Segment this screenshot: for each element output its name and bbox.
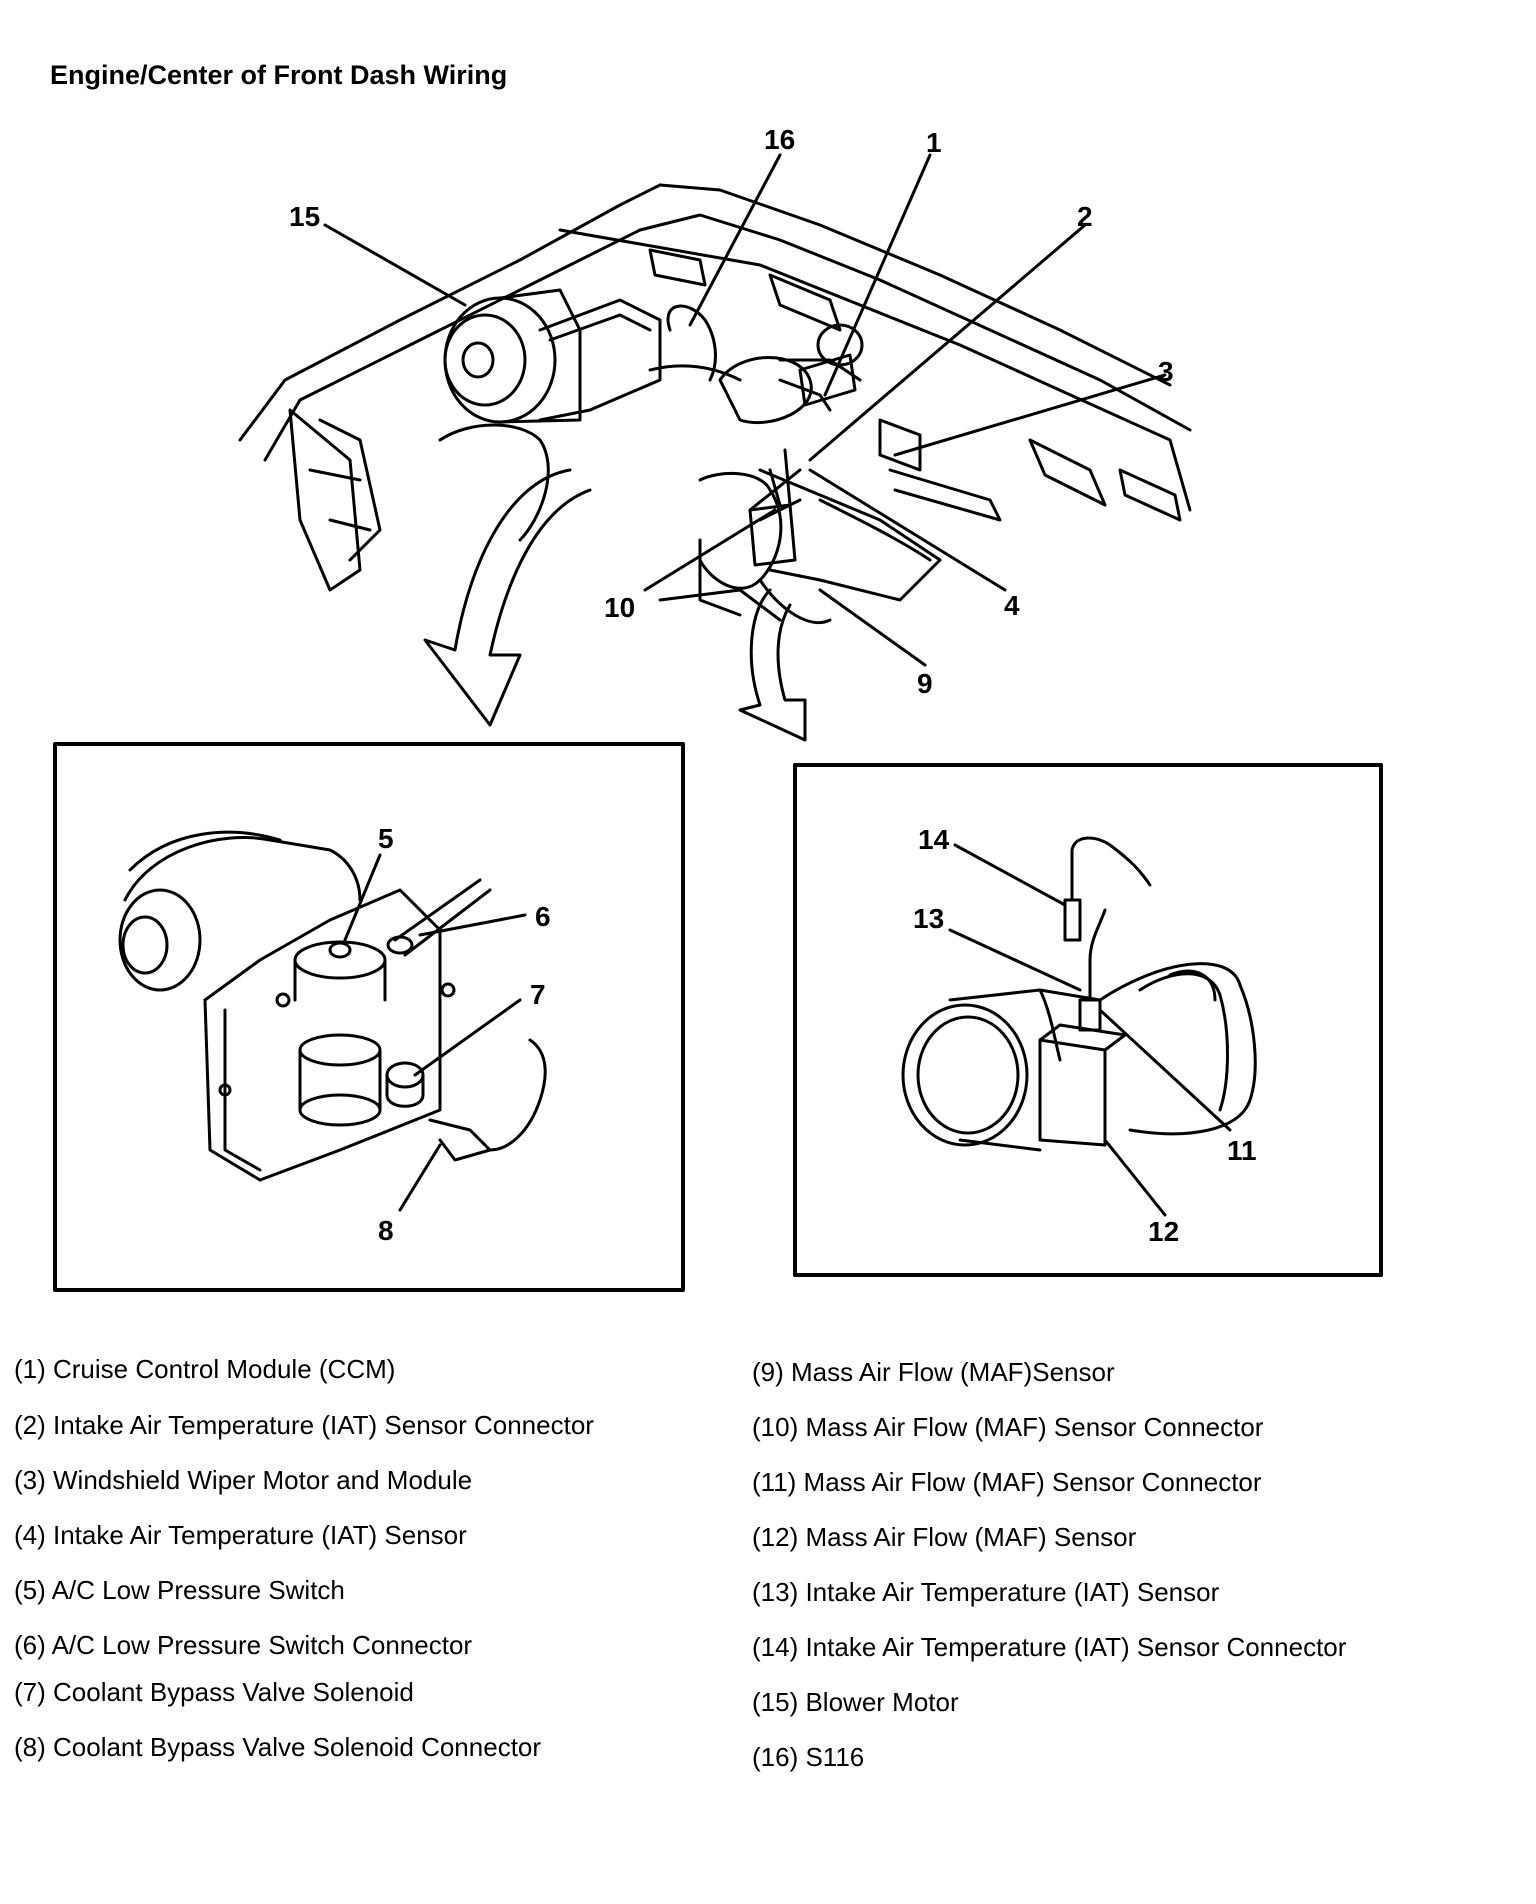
- callout-13: 13: [913, 903, 944, 934]
- legend-item-10: (10) Mass Air Flow (MAF) Sensor Connecto…: [752, 1412, 1264, 1442]
- inset-left-illustration: [118, 830, 547, 1182]
- callout-4: 4: [1004, 590, 1020, 621]
- legend-item-4: (4) Intake Air Temperature (IAT) Sensor: [14, 1520, 467, 1550]
- callout-15: 15: [289, 201, 320, 232]
- callout-numbers: 16 1 2 3 4 9 10 15 5 6 7 8 14 13 11 12: [289, 124, 1257, 1247]
- callout-8: 8: [378, 1215, 394, 1246]
- callout-14: 14: [918, 824, 950, 855]
- callout-12: 12: [1148, 1216, 1179, 1247]
- legend-item-15: (15) Blower Motor: [752, 1687, 959, 1717]
- callout-2: 2: [1077, 201, 1093, 232]
- legend-item-16: (16) S116: [752, 1742, 865, 1772]
- arrow-left: [423, 468, 592, 727]
- callout-5: 5: [378, 823, 394, 854]
- callout-3: 3: [1158, 356, 1174, 387]
- legend-item-13: (13) Intake Air Temperature (IAT) Sensor: [752, 1577, 1220, 1607]
- legend-item-5: (5) A/C Low Pressure Switch: [14, 1575, 345, 1605]
- legend-item-3: (3) Windshield Wiper Motor and Module: [14, 1465, 473, 1495]
- inset-right-illustration: [901, 836, 1257, 1152]
- legend-item-9: (9) Mass Air Flow (MAF)Sensor: [752, 1357, 1115, 1387]
- legend-item-6: (6) A/C Low Pressure Switch Connector: [14, 1630, 473, 1660]
- arrow-right: [738, 588, 807, 742]
- callout-11: 11: [1227, 1135, 1257, 1166]
- diagram-title: Engine/Center of Front Dash Wiring: [50, 60, 508, 90]
- callout-leaders-right: [948, 843, 1232, 1217]
- legend-item-14: (14) Intake Air Temperature (IAT) Sensor…: [752, 1632, 1347, 1662]
- callout-leaders-main: [323, 153, 1167, 667]
- engine-bay-illustration: [238, 183, 1192, 625]
- callout-leaders-left: [343, 853, 527, 1212]
- legend-item-8: (8) Coolant Bypass Valve Solenoid Connec…: [14, 1732, 542, 1762]
- inset-left-frame: [53, 742, 685, 1292]
- callout-1: 1: [926, 127, 942, 158]
- callout-10: 10: [604, 592, 635, 623]
- legend-item-7: (7) Coolant Bypass Valve Solenoid: [14, 1677, 414, 1707]
- callout-9: 9: [917, 668, 933, 699]
- legend-item-11: (11) Mass Air Flow (MAF) Sensor Connecto…: [752, 1467, 1262, 1497]
- inset-right-frame: [793, 763, 1383, 1277]
- legend-item-12: (12) Mass Air Flow (MAF) Sensor: [752, 1522, 1137, 1552]
- legend-item-1: (1) Cruise Control Module (CCM): [14, 1354, 396, 1384]
- callout-16: 16: [764, 124, 795, 155]
- callout-7: 7: [530, 979, 546, 1010]
- legend-item-2: (2) Intake Air Temperature (IAT) Sensor …: [14, 1410, 594, 1440]
- callout-6: 6: [535, 901, 551, 932]
